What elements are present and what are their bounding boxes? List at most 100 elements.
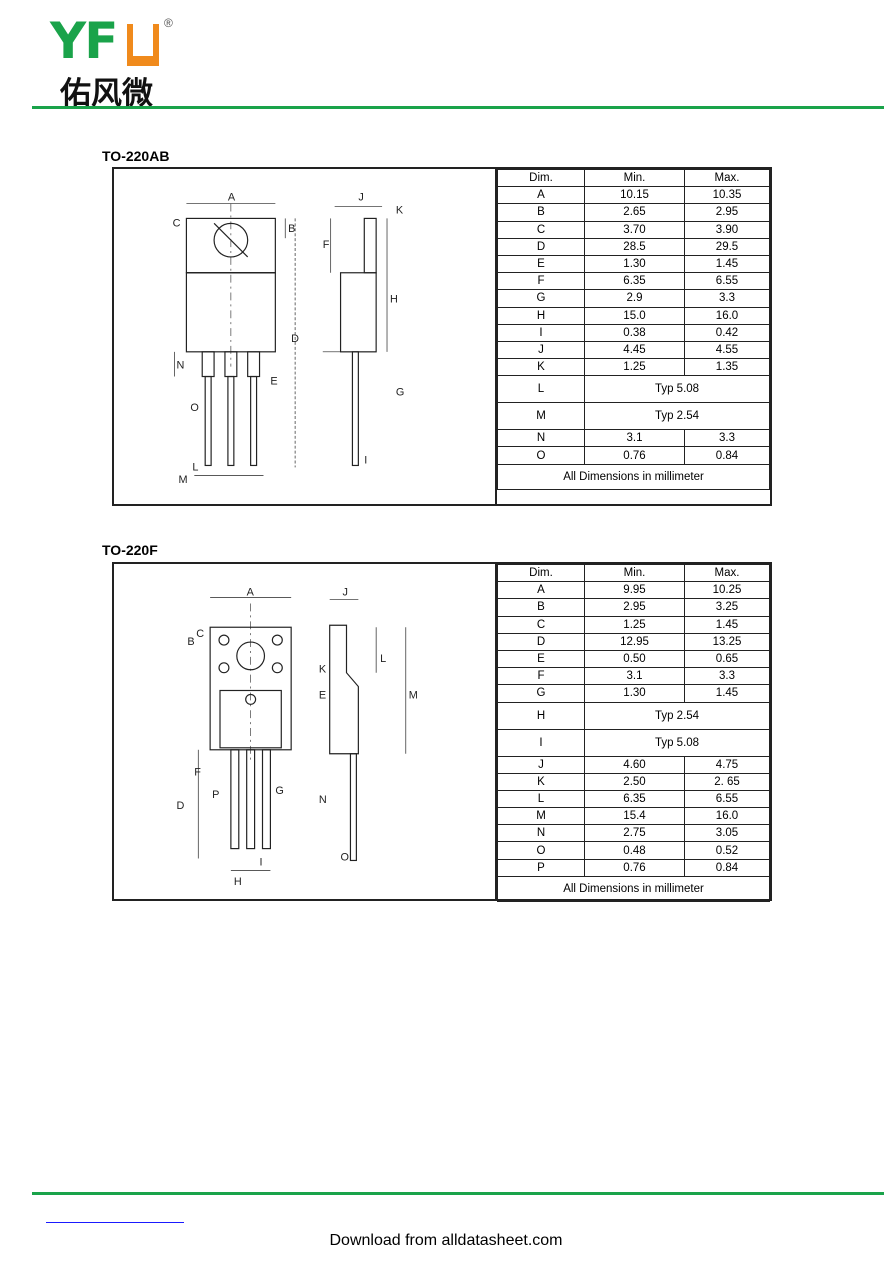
table-cell: J: [497, 755, 585, 774]
table-header-cell: Min.: [584, 168, 685, 188]
footer-download-text[interactable]: Download from alldatasheet.com: [329, 1232, 563, 1249]
table-cell: 1.45: [684, 684, 770, 703]
table-cell: 0.38: [584, 323, 685, 342]
footer-link-underline[interactable]: [46, 1222, 184, 1223]
table-cell: 3.1: [584, 429, 685, 448]
package-panel-to220ab: A B C D E F G H I J K L M N O Dim.Min.Ma…: [112, 167, 772, 506]
table-header-cell: Dim.: [497, 168, 585, 188]
drawing-label: M: [409, 689, 418, 701]
table-header-cell: Min.: [584, 563, 685, 583]
outline-drawing-to220ab: A B C D E F G H I J K L M N O: [114, 169, 497, 504]
table-cell: 2. 65: [684, 772, 770, 791]
drawing-label: E: [270, 375, 277, 387]
table-cell: 1.45: [684, 615, 770, 634]
table-cell: L: [497, 789, 585, 809]
table-cell: 1.45: [684, 254, 770, 274]
drawing-label: H: [234, 876, 242, 888]
table-cell: B: [497, 203, 585, 222]
table-cell: Typ 5.08: [584, 375, 770, 404]
drawing-label: L: [380, 653, 386, 665]
package-title-to220ab: TO-220AB: [102, 148, 170, 164]
drawing-label: N: [177, 360, 185, 372]
table-header-cell: Dim.: [497, 563, 585, 583]
drawing-label: G: [275, 785, 283, 797]
to220f-outline-svg: A B C D E F G H I J K L M N O P: [177, 587, 418, 889]
table-cell: D: [497, 237, 585, 256]
table-cell: Typ 2.54: [584, 701, 770, 730]
table-cell: 16.0: [684, 807, 770, 826]
table-cell: 3.3: [684, 429, 770, 448]
table-cell: F: [497, 667, 585, 686]
table-cell: G: [497, 684, 585, 703]
table-cell: 12.95: [584, 632, 685, 651]
table-cell: 2.75: [584, 824, 685, 843]
table-cell: C: [497, 220, 585, 239]
dimensions-note: All Dimensions in millimeter: [497, 875, 770, 902]
table-cell: 2.65: [584, 203, 685, 222]
table-cell: K: [497, 358, 585, 377]
table-cell: 28.5: [584, 237, 685, 256]
table-cell: A: [497, 581, 585, 600]
drawing-label: M: [179, 474, 188, 486]
table-cell: 2.95: [684, 203, 770, 222]
table-cell: N: [497, 429, 585, 448]
table-cell: 0.42: [684, 323, 770, 342]
table-cell: 4.75: [684, 755, 770, 774]
table-cell: M: [497, 402, 585, 431]
table-footer-row: All Dimensions in millimeter: [497, 875, 770, 902]
table-cell: 2.50: [584, 772, 685, 791]
table-header-row: Dim.Min.Max.: [497, 563, 770, 583]
table-cell: E: [497, 254, 585, 274]
drawing-label: G: [396, 386, 404, 398]
table-cell: F: [497, 272, 585, 291]
table-cell: 2.9: [584, 289, 685, 308]
drawing-label: D: [177, 800, 185, 812]
table-cell: 0.84: [684, 446, 770, 465]
table-cell: L: [497, 375, 585, 404]
table-cell: N: [497, 824, 585, 843]
table-cell: 3.3: [684, 289, 770, 308]
package-panel-to220f: A B C D E F G H I J K L M N O P Dim.Min.…: [112, 562, 772, 902]
table-cell: 6.35: [584, 272, 685, 291]
drawing-label: F: [194, 766, 201, 778]
drawing-label: B: [187, 636, 194, 648]
table-cell: 3.90: [684, 220, 770, 239]
footer-rule: [32, 1192, 884, 1195]
table-cell: 1.35: [684, 358, 770, 377]
table-cell: 1.30: [584, 254, 685, 274]
table-cell: 3.3: [684, 667, 770, 686]
table-cell: 1.25: [584, 615, 685, 634]
to220ab-outline-svg: A B C D E F G H I J K L M N O: [173, 192, 405, 487]
drawing-label: K: [396, 204, 404, 216]
table-cell: Typ 2.54: [584, 402, 770, 431]
table-cell: 0.52: [684, 841, 770, 860]
table-cell: 4.45: [584, 340, 685, 360]
drawing-label: I: [260, 856, 263, 868]
table-cell: 29.5: [684, 237, 770, 256]
table-cell: H: [497, 701, 585, 730]
table-footer-row: All Dimensions in millimeter: [497, 463, 770, 490]
table-cell: D: [497, 632, 585, 651]
registered-mark: ®: [164, 16, 173, 30]
table-cell: 0.76: [584, 858, 685, 877]
table-cell: 3.1: [584, 667, 685, 686]
